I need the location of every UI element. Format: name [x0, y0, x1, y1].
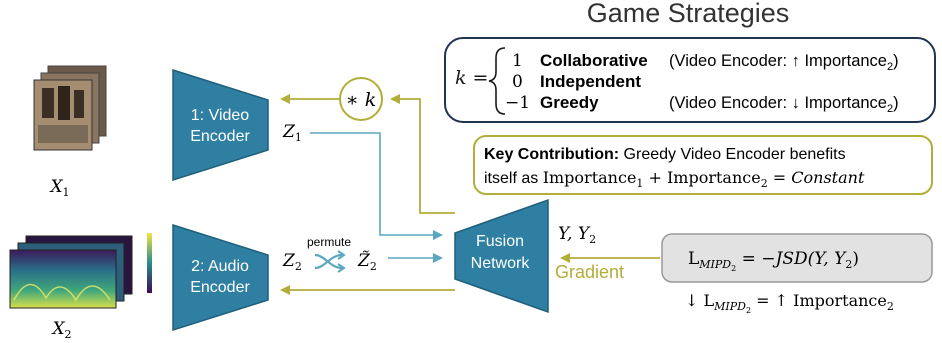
- svg-text:(Video Encoder: ↓ Importance2): (Video Encoder: ↓ Importance2): [669, 94, 899, 115]
- strategy-row-collaborative: 1 Collaborative (Video Encoder: ↑ Import…: [512, 51, 899, 73]
- strategy-note: (Video Encoder: ↑ Importance: [669, 52, 887, 70]
- x2-label: X2: [50, 319, 71, 341]
- audio-encoder-label-line2: Encoder: [190, 279, 250, 296]
- gradient-arrow-to-multiplier: [390, 94, 455, 214]
- loss-equation: LMIPD2 = −JSD(Y, Y2): [688, 249, 859, 273]
- strategies-box: [444, 37, 936, 123]
- fusion-label-line1: Fusion: [476, 233, 524, 250]
- spectrogram-image: [9, 233, 152, 309]
- key-contribution-label: Key Contribution:: [484, 146, 619, 163]
- brace: [488, 47, 506, 115]
- video-frames-image: [33, 65, 107, 151]
- strategy-value: −1: [505, 93, 530, 113]
- permute-label: permute: [307, 235, 351, 249]
- svg-text:(Video Encoder: ↑ Importance2): (Video Encoder: ↑ Importance2): [669, 52, 899, 73]
- strategy-note-sub: 2: [887, 61, 893, 73]
- outputs-label: Y, Y2: [558, 224, 596, 246]
- strategy-value: 1: [512, 51, 523, 71]
- video-encoder-label-line2: Encoder: [190, 128, 250, 145]
- title: Game Strategies: [587, 0, 790, 28]
- strategy-name: Greedy: [540, 93, 599, 112]
- k-label: k =: [455, 67, 488, 89]
- strategy-name: Collaborative: [540, 51, 648, 70]
- z1-arrow: [310, 132, 443, 240]
- key-contribution-line2: itself as Importance1 + Importance2 = Co…: [484, 168, 865, 190]
- strategy-note: (Video Encoder: ↓ Importance: [669, 94, 887, 112]
- strategy-value: 0: [512, 72, 523, 92]
- strategy-name: Independent: [540, 72, 641, 91]
- video-encoder-block: [172, 68, 269, 182]
- video-encoder-label-line1: 1: Video: [191, 107, 250, 124]
- key-contribution-line1: Key Contribution: Greedy Video Encoder b…: [484, 146, 846, 163]
- z2-label: Z2: [282, 251, 302, 273]
- multiplier-label: ∗ k: [346, 89, 376, 111]
- strategy-note-sub: 2: [887, 103, 893, 115]
- audio-encoder-block: [172, 223, 269, 332]
- loss-note: ↓ LMIPD2 = ↑ Importance2: [685, 291, 894, 315]
- shuffle-icon: [314, 250, 346, 273]
- audio-encoder-label-line1: 2: Audio: [191, 258, 249, 275]
- z1-label: Z1: [282, 122, 302, 144]
- strategy-row-greedy: −1 Greedy (Video Encoder: ↓ Importance2): [505, 93, 899, 115]
- z2-tilde-label: Z̃2: [357, 251, 377, 273]
- x1-label: X1: [48, 177, 69, 199]
- fusion-label-line2: Network: [471, 255, 531, 272]
- strategy-row-independent: 0 Independent: [512, 72, 641, 92]
- gradient-label: Gradient: [555, 262, 624, 282]
- key-contribution-box: [473, 135, 933, 195]
- loss-box: [661, 233, 933, 283]
- fusion-network-block: [454, 198, 549, 314]
